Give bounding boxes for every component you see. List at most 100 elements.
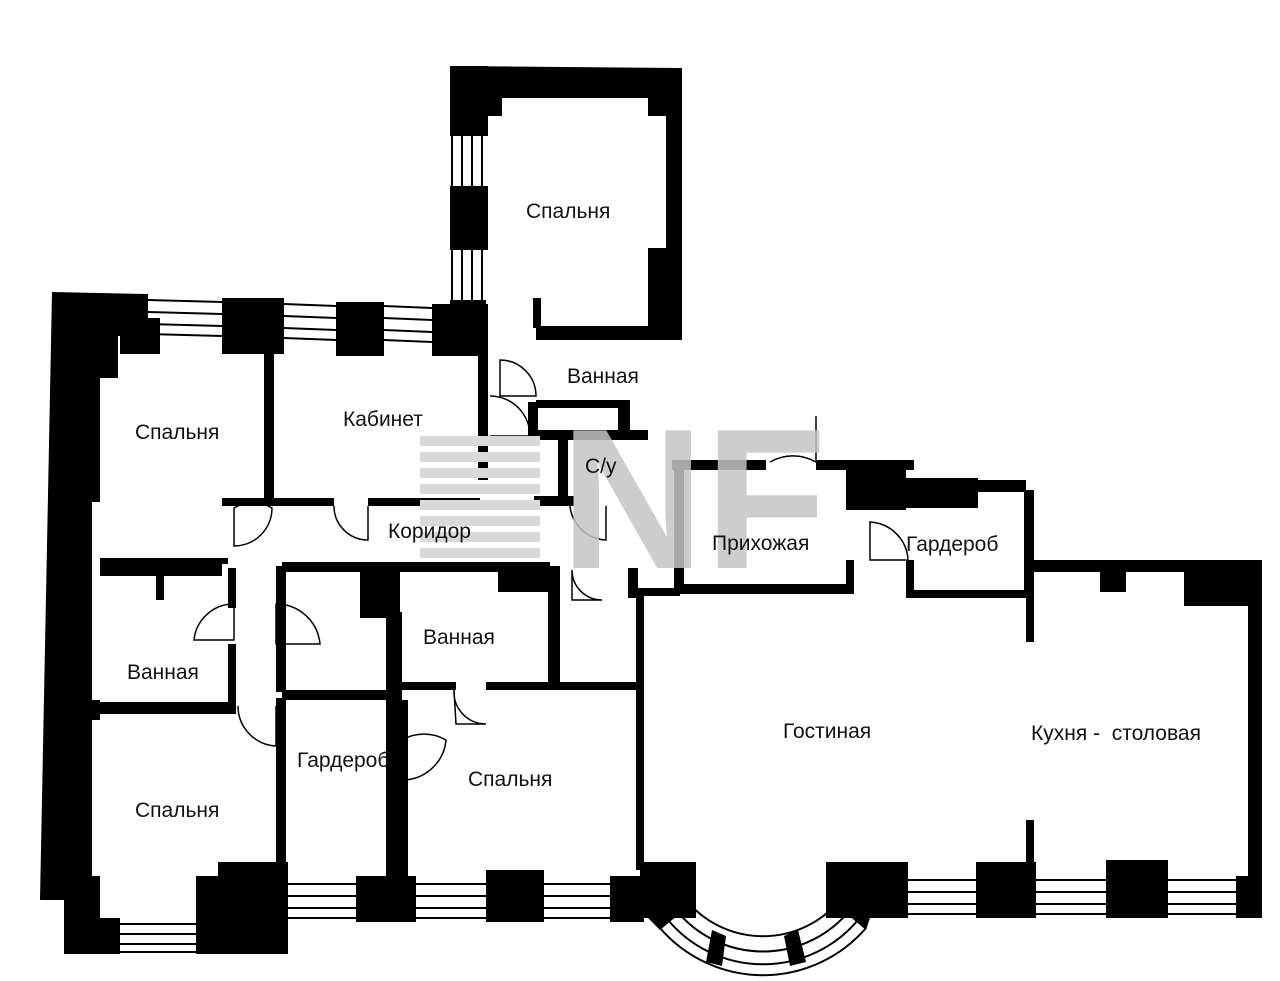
- wall-bath-top: [536, 326, 682, 340]
- wall-bath-left-right2: [228, 644, 236, 710]
- wall-study-left: [264, 346, 274, 498]
- room-label-corridor: Коридор: [388, 520, 471, 543]
- bay-window: [640, 880, 876, 977]
- wall-tower-rt-block: [648, 248, 670, 328]
- room-label-bath-top: Ванная: [567, 365, 639, 388]
- watermark-text: NF: [560, 388, 827, 611]
- wall-bath-mid-bottom: [402, 682, 456, 690]
- wall-corridor-top-right: [528, 430, 648, 440]
- door-wc: [569, 505, 607, 541]
- watermark-logo: NF: [420, 388, 827, 611]
- wall-kitchen-div-top: [1026, 592, 1034, 642]
- wall-bottom-pier-m1: [356, 876, 416, 922]
- room-label-bedroom-bottom-mid: Спальня: [468, 768, 552, 791]
- window-top-3: [383, 305, 433, 343]
- wall-bath-left-top: [100, 562, 222, 576]
- wall-hall-bottom: [674, 584, 852, 594]
- wall-bath-left-right: [228, 568, 236, 608]
- window-bottom-m1: [288, 883, 356, 919]
- wall-left-col2: [276, 698, 286, 878]
- wall-tower-corner-tl: [450, 98, 502, 116]
- wall-hall-top2: [816, 460, 914, 470]
- window-bottom-r2: [1036, 879, 1106, 915]
- window-top-1: [147, 299, 223, 337]
- wall-right-pier: [1100, 568, 1126, 592]
- wall-living-top-left: [636, 588, 680, 596]
- window-bottom-r3: [1168, 879, 1236, 915]
- wall-corridor-top-left: [222, 498, 334, 506]
- door-tower: [499, 359, 537, 397]
- wall-tower-left-mid: [450, 186, 488, 250]
- wall-hall-left: [674, 466, 684, 590]
- wall-left-col: [276, 566, 286, 692]
- window-tower-2: [451, 250, 483, 300]
- wall-tower-top: [450, 66, 682, 98]
- room-label-hallway: Прихожая: [712, 532, 809, 555]
- window-bottom-m2: [416, 883, 486, 919]
- wall-bath-left-stub: [156, 576, 164, 600]
- wall-bottom-pier-l1: [196, 876, 288, 954]
- wall-hall-right-stub: [846, 560, 854, 594]
- wall-mid-col: [386, 612, 402, 876]
- wall-bath-left-bottom: [100, 702, 236, 714]
- wall-bedroom-left-bottom: [100, 558, 228, 564]
- wall-bath-mid-right: [548, 566, 560, 690]
- wall-wc-left: [558, 440, 568, 506]
- wall-kitchen-div-bottom: [1026, 820, 1034, 874]
- wall-bottom-pier-l2: [218, 862, 288, 882]
- room-label-bath-left: Ванная: [127, 661, 199, 684]
- wall-bath-mid-top-stub: [628, 568, 638, 598]
- room-label-bedroom-bottom-left: Спальня: [135, 799, 219, 822]
- room-label-bath-mid: Ванная: [423, 626, 495, 649]
- door-bedroom-bl: [237, 705, 277, 747]
- wall-bath-lft: [528, 402, 538, 440]
- wall-bath-bottom: [536, 400, 630, 408]
- wall-bottom-pier-r2: [1106, 860, 1168, 918]
- room-labels: Спальня Ванная Спальня Кабинет С/у Корид…: [127, 200, 1201, 822]
- room-label-bedroom-left: Спальня: [135, 421, 219, 444]
- wall-tower-corner-tr: [648, 98, 678, 116]
- windows: [120, 136, 1236, 977]
- window-tower-1: [451, 136, 483, 186]
- window-bottom-m3: [544, 883, 610, 919]
- door-wardrobe-r: [869, 521, 909, 561]
- window-bottom-left: [120, 923, 196, 953]
- door-bath-left-2: [275, 603, 321, 645]
- door-corridor-right: [571, 569, 603, 601]
- wall-bottom-pier-r1: [976, 862, 1036, 918]
- room-label-wc: С/у: [585, 455, 617, 478]
- window-bottom-r1: [908, 879, 976, 915]
- door-bedroom-left: [233, 502, 273, 547]
- room-label-wardrobe-right: Гардероб: [906, 533, 998, 556]
- wall-wc-bottom: [534, 496, 574, 506]
- wall-wardrobe-left: [906, 560, 914, 598]
- room-label-living: Гостиная: [783, 720, 871, 743]
- wall-hall-ext: [846, 470, 906, 510]
- wall-top-pier2: [222, 298, 284, 354]
- wall-study-right: [478, 350, 488, 480]
- door-study: [333, 505, 369, 541]
- door-hall: [769, 416, 817, 464]
- wall-bath-left-stub: [533, 298, 541, 328]
- window-top-2: [283, 303, 337, 341]
- wall-right-outer: [1248, 560, 1262, 916]
- wall-living-left: [636, 590, 644, 870]
- doors: [193, 359, 909, 781]
- wall-mid-col-lower: [400, 700, 408, 876]
- door-wardrobe-l: [401, 733, 447, 781]
- wall-mid-block: [360, 566, 400, 618]
- wall-top-pier3: [336, 302, 384, 356]
- room-label-wardrobe-left: Гардероб: [297, 749, 389, 772]
- room-label-kitchen: Кухня - столовая: [1031, 722, 1201, 745]
- wall-wardrobe-bottom: [906, 590, 1030, 598]
- wall-hall-top: [672, 460, 766, 470]
- room-label-study: Кабинет: [343, 408, 423, 431]
- wall-top-pier4: [432, 304, 488, 356]
- room-label-bedroom-top: Спальня: [526, 200, 610, 223]
- door-bath-mid: [453, 689, 487, 725]
- wall-mid-top: [282, 562, 550, 572]
- wall-wardrobe-top: [906, 478, 978, 508]
- wall-bath-right: [618, 402, 630, 440]
- wall-mid-row: [282, 690, 400, 700]
- wall-bottom-pier-m3: [610, 876, 644, 922]
